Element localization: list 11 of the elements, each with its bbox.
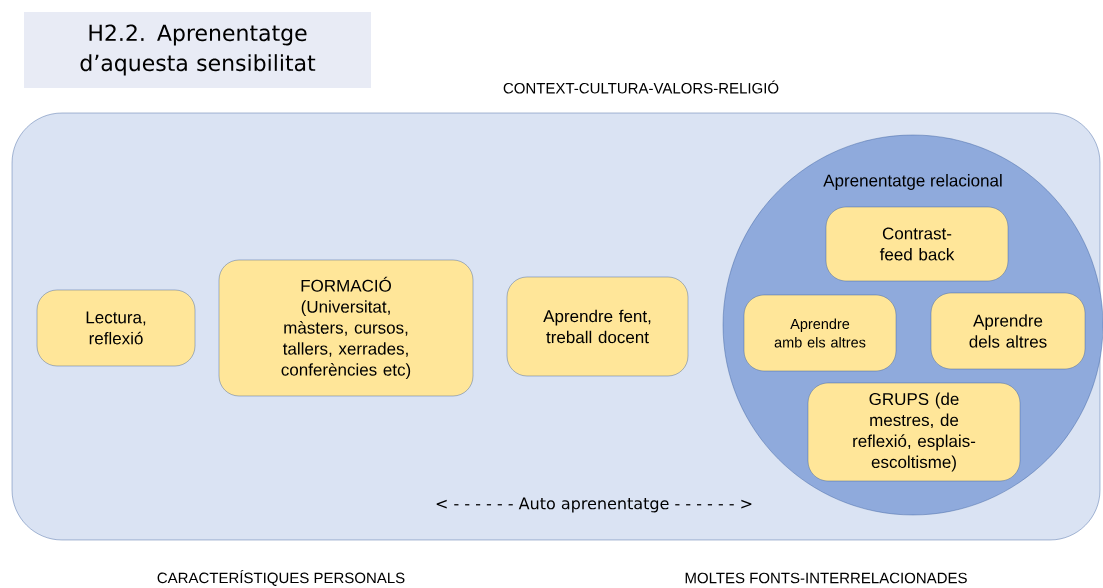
context-label: CONTEXT-CULTURA-VALORS-RELIGIÓ: [503, 80, 779, 94]
rounded-box: GRUPS (de mestres, de reflexió, esplais-escoltisme): [807, 382, 1021, 482]
footer-label: CARACTERÍSTIQUES PERSONALS: [157, 570, 405, 586]
rounded-box: Contrast-feed back: [825, 206, 1009, 282]
rounded-box: FORMACIÓ (Universitat, màsters, cursos, tallers, xerrades, conferències etc): [218, 259, 474, 397]
rounded-box: Aprendre amb els altres: [743, 294, 897, 372]
rounded-box: Aprendre dels altres: [930, 292, 1086, 370]
title-box: H2.2. Aprenentatge d’aquesta sensibilitat: [24, 12, 371, 88]
footer-label: MOLTES FONTS-INTERRELACIONADES: [685, 572, 967, 584]
rounded-box: Lectura, reflexió: [36, 289, 196, 367]
rounded-box: Aprendre fent, treball docent: [506, 276, 689, 377]
